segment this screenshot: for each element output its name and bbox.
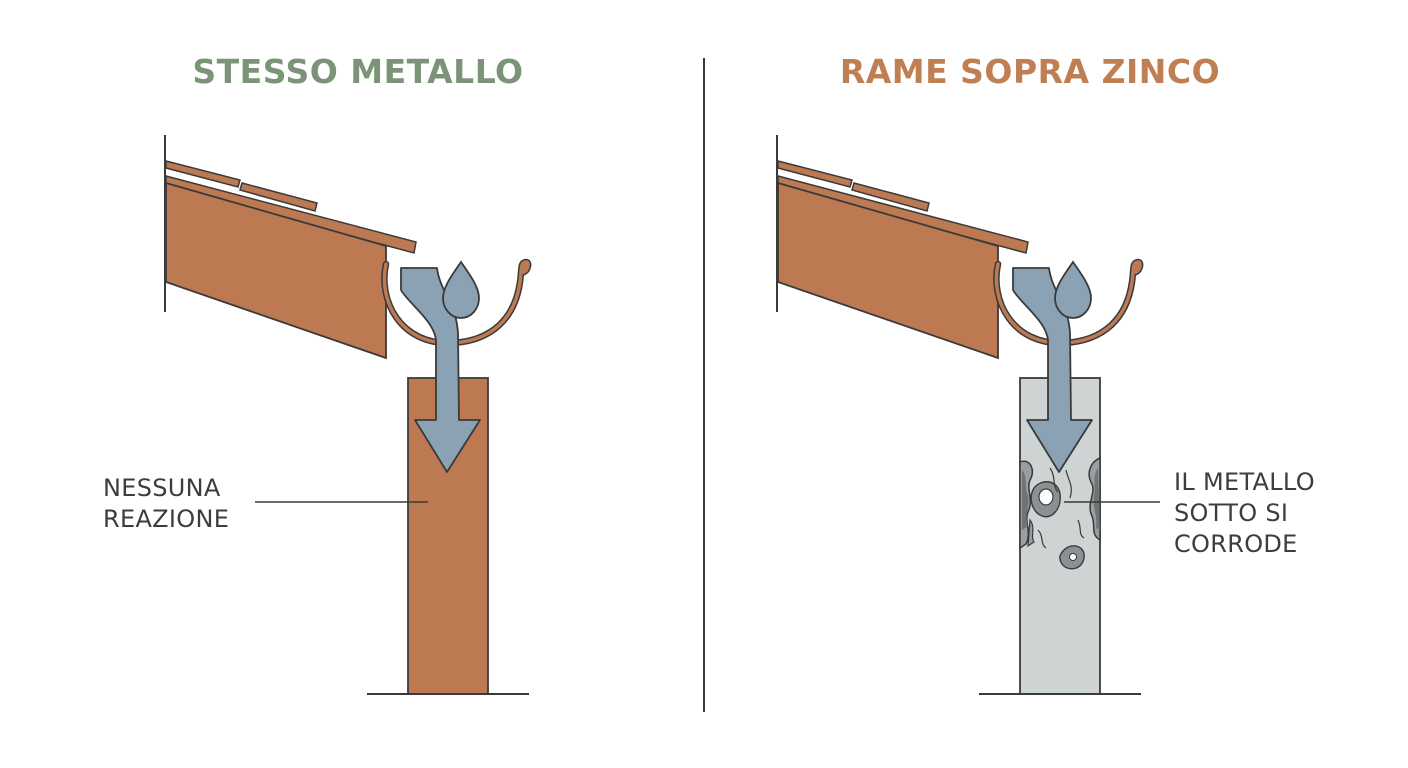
- callout-corrosion: IL METALLO SOTTO SI CORRODE: [1174, 467, 1315, 560]
- callout-left-line1: NESSUNA: [103, 474, 221, 502]
- callout-no-reaction: NESSUNA REAZIONE: [103, 473, 229, 535]
- callout-left-line2: REAZIONE: [103, 505, 230, 533]
- callout-right-line3: CORRODE: [1174, 530, 1298, 558]
- roof-left: [165, 135, 528, 358]
- title-copper-over-zinc: RAME SOPRA ZINCO: [839, 52, 1221, 91]
- title-same-metal: STESSO METALLO: [192, 52, 524, 91]
- roof-right: [777, 135, 1140, 358]
- callout-right-line2: SOTTO SI: [1174, 499, 1289, 527]
- callout-right-line1: IL METALLO: [1174, 468, 1315, 496]
- corrosion-area: [1019, 456, 1101, 570]
- panel-divider: [703, 58, 705, 712]
